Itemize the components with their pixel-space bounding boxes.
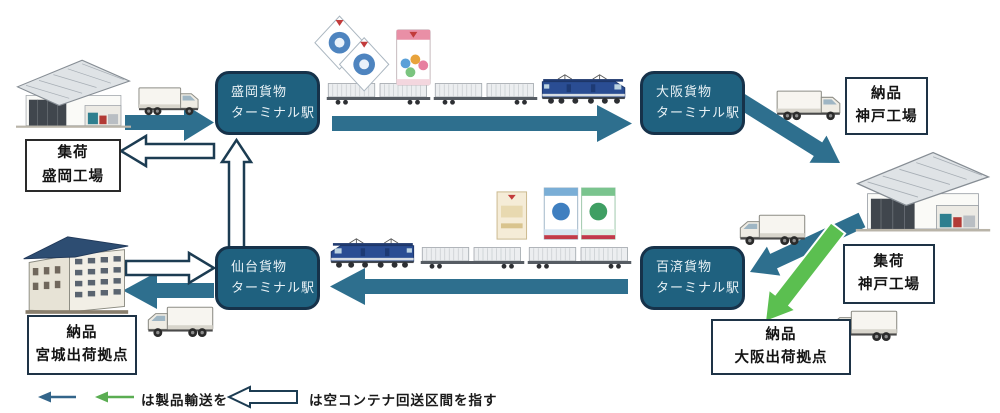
node-label-line2: ターミナル駅: [231, 279, 316, 295]
site-kobe-factory-pickup: 集荷 神戸工場: [843, 244, 935, 304]
site-miyagi-shipping-base-delivery: 納品 宮城出荷拠点: [27, 315, 137, 375]
node-label-line2: ターミナル駅: [231, 104, 316, 120]
node-morioka-terminal: 盛岡貨物 ターミナル駅: [215, 71, 320, 135]
site-label-line2: 盛岡工場: [42, 168, 104, 185]
site-morioka-factory-pickup: 集荷 盛岡工場: [25, 139, 121, 192]
node-label-line1: 大阪貨物: [656, 84, 713, 99]
site-label-line1: 集荷: [873, 253, 905, 270]
kobe-factory-illustration: [855, 151, 991, 233]
site-label-line2: 神戸工場: [855, 109, 918, 125]
node-label-line1: 百済貨物: [656, 259, 713, 274]
site-label-line1: 納品: [66, 324, 98, 341]
node-label-line1: 盛岡貨物: [231, 84, 288, 99]
node-label-line2: ターミナル駅: [656, 104, 741, 120]
site-label-line2: 大阪出荷拠点: [734, 350, 828, 366]
node-label-line2: ターミナル駅: [656, 279, 741, 295]
site-osaka-shipping-base-delivery: 納品 大阪出荷拠点: [711, 319, 851, 375]
legend-blue-arrow-icon: [38, 391, 51, 403]
node-label-line1: 仙台貨物: [231, 259, 288, 274]
milk-products-icon: [314, 15, 431, 92]
arrow-empty-morioka-terminal-to-factory: [118, 133, 216, 169]
legend-arrows: [38, 385, 298, 409]
node-sendai-terminal: 仙台貨物 ターミナル駅: [215, 246, 320, 310]
site-label-line1: 納品: [765, 326, 797, 343]
legend-empty-container-label: は空コンテナ回送区間を指す: [309, 393, 498, 408]
site-label-line2: 神戸工場: [858, 277, 920, 293]
site-label-line1: 集荷: [57, 145, 89, 162]
arrow-empty-miyagi-base-to-sendai-terminal: [124, 250, 217, 286]
arrow-rail-morioka-to-osaka: [332, 105, 632, 142]
site-label-line2: 宮城出荷拠点: [35, 348, 129, 364]
freight-train-kudara-sendai: [330, 238, 632, 270]
legend-outline-arrow-icon: [226, 385, 298, 409]
arrow-kobe-factory-to-osaka-base-green: [763, 221, 847, 324]
node-osaka-terminal: 大阪貨物 ターミナル駅: [640, 71, 745, 135]
milk-carton-products-icon: [496, 187, 616, 240]
arrow-rail-kudara-to-sendai: [330, 268, 628, 305]
morioka-factory-illustration: [16, 59, 131, 129]
site-label-line1: 納品: [871, 85, 902, 102]
truck-icon: [776, 90, 841, 121]
truck-icon: [147, 306, 214, 338]
arrow-sendai-terminal-to-miyagi-base: [123, 272, 214, 309]
legend-product-transport-label: は製品輸送を: [141, 393, 228, 408]
node-kudara-terminal: 百済貨物 ターミナル駅: [640, 246, 745, 310]
truck-icon: [138, 87, 199, 116]
legend-green-arrow-icon: [95, 391, 108, 403]
arrow-empty-sendai-to-morioka-terminal: [219, 137, 254, 250]
site-kobe-factory-delivery: 納品 神戸工場: [845, 77, 928, 135]
truck-icon: [739, 214, 806, 246]
arrow-osaka-terminal-to-kobe-factory: [728, 89, 840, 163]
miyagi-base-building-illustration: [23, 236, 129, 315]
